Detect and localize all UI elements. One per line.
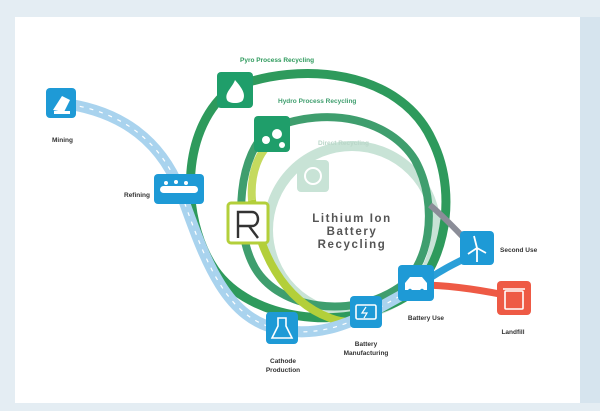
refining-label: Refining bbox=[124, 192, 150, 199]
recycle-arrows-icon bbox=[297, 160, 329, 192]
mining-label: Mining bbox=[52, 137, 73, 144]
car-icon bbox=[398, 265, 434, 301]
cathode-label-1: Cathode bbox=[270, 358, 296, 365]
pyro-recycling-label: Pyro Process Recycling bbox=[240, 57, 314, 64]
title-line-2: Battery bbox=[327, 226, 378, 238]
supply-chain-path-dash bbox=[59, 102, 421, 333]
flame-icon bbox=[217, 72, 253, 108]
battery-mfg-label-1: Battery bbox=[355, 341, 378, 348]
second-use-label: Second Use bbox=[500, 247, 538, 254]
mining-cart-icon bbox=[46, 88, 76, 118]
droplets-icon bbox=[254, 116, 290, 152]
title-line-1: Lithium Ion bbox=[312, 213, 392, 225]
refining-conveyor-icon bbox=[154, 174, 204, 204]
trash-can-icon bbox=[497, 281, 531, 315]
landfill-label: Landfill bbox=[501, 329, 524, 336]
wind-turbine-icon bbox=[460, 231, 494, 265]
direct-recycling-label: Direct Recycling bbox=[318, 140, 369, 147]
battery-icon bbox=[350, 296, 382, 328]
side-scroll-strip bbox=[580, 17, 600, 403]
cathode-label-2: Production bbox=[266, 367, 300, 374]
flask-icon bbox=[266, 312, 298, 344]
r-logo-icon bbox=[226, 201, 270, 245]
hydro-recycling-label: Hydro Process Recycling bbox=[278, 98, 356, 105]
battery-use-label: Battery Use bbox=[408, 315, 445, 322]
title-line-3: Recycling bbox=[318, 239, 387, 251]
battery-mfg-label-2: Manufacturing bbox=[344, 350, 389, 357]
